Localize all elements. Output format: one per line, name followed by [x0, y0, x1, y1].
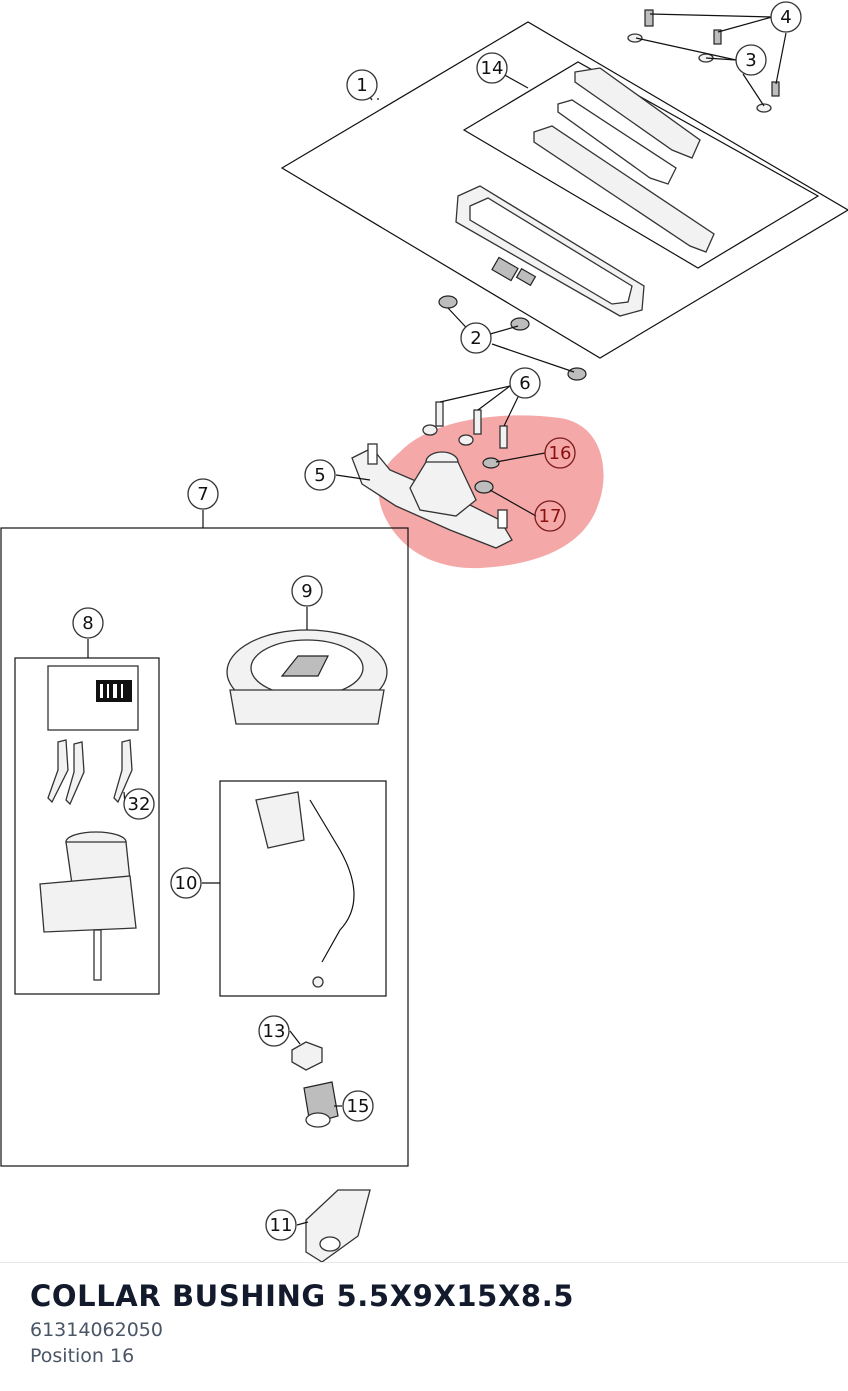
ignition-lock[interactable] [39, 831, 137, 981]
leader-lines [87, 13, 787, 1226]
dashboard-unit[interactable] [455, 185, 645, 317]
callout-9[interactable]: 9 [301, 581, 312, 602]
callout-4[interactable]: 4 [780, 7, 791, 28]
callout-5[interactable]: 5 [314, 465, 325, 486]
cover-bracket[interactable] [305, 1189, 371, 1262]
callout-16[interactable]: 16 [549, 443, 572, 464]
key-set-group-outline [14, 657, 160, 995]
callout-32[interactable]: 32 [128, 794, 151, 815]
callout-8[interactable]: 8 [82, 613, 93, 634]
cover-group-outline [462, 61, 820, 269]
part-info-panel: COLLAR BUSHING 5.5X9X15X8.5 61314062050 … [0, 1262, 848, 1391]
callout-17[interactable]: 17 [539, 506, 562, 527]
part-title: COLLAR BUSHING 5.5X9X15X8.5 [30, 1279, 575, 1313]
lock-housing[interactable] [409, 451, 477, 517]
part-number: 61314062050 [30, 1319, 163, 1341]
key-code-card[interactable] [47, 665, 139, 731]
lock-cylinder[interactable] [303, 1081, 339, 1128]
callout-1[interactable]: 1 [356, 75, 367, 96]
dashboard-cover-parts[interactable] [533, 67, 715, 253]
callout-3[interactable]: 3 [745, 50, 756, 71]
mounting-bolts[interactable] [422, 401, 508, 449]
callout-markers [72, 1, 802, 1241]
callout-11[interactable]: 11 [270, 1215, 293, 1236]
part-17[interactable] [474, 480, 494, 494]
part-position: Position 16 [30, 1345, 135, 1367]
callout-6[interactable]: 6 [519, 373, 530, 394]
callout-14[interactable]: 14 [481, 58, 504, 79]
dashboard-group-outline [280, 21, 848, 359]
callout-7[interactable]: 7 [197, 484, 208, 505]
keys[interactable] [47, 739, 133, 806]
lock-set-group-outline [0, 527, 409, 1167]
callout-13[interactable]: 13 [263, 1021, 286, 1042]
cable-group-outline [219, 780, 387, 997]
release-cable[interactable] [255, 791, 355, 988]
exploded-parts-diagram: 1 14 4 3 2 6 5 16 17 7 8 9 32 10 13 15 1… [0, 1, 848, 1262]
nut[interactable] [291, 1041, 323, 1071]
collar-bushing-16[interactable] [482, 457, 500, 469]
callout-2[interactable]: 2 [470, 328, 481, 349]
fuel-cap[interactable] [226, 629, 388, 725]
callout-15[interactable]: 15 [347, 1096, 370, 1117]
callout-10[interactable]: 10 [175, 873, 198, 894]
